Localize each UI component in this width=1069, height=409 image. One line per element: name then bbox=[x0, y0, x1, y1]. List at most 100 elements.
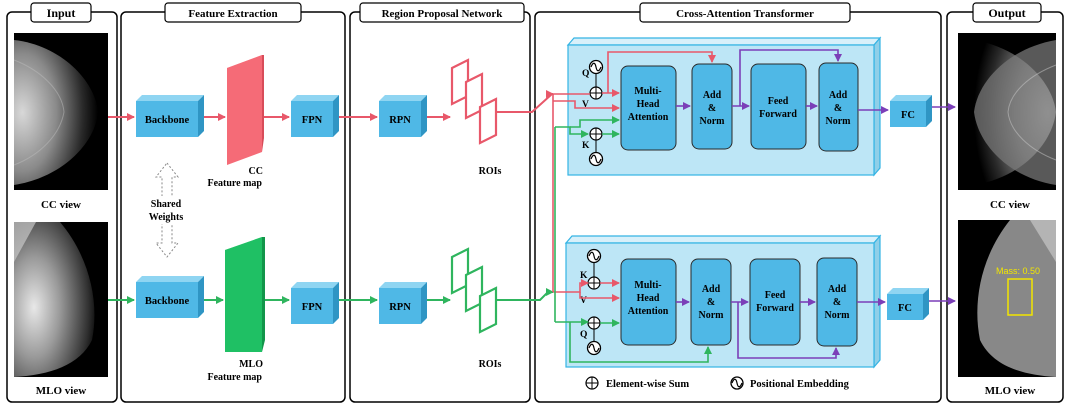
section-output: Output bbox=[946, 2, 1064, 403]
purple-flow-arrows bbox=[676, 49, 956, 359]
top-mha-block: Multi- Head Attention bbox=[620, 65, 677, 151]
cc-backbone-block: Backbone bbox=[136, 95, 204, 137]
top-pos-embed-q bbox=[588, 59, 604, 75]
top-ff-label-1: Feed bbox=[768, 96, 789, 107]
top-ff-label-2: Forward bbox=[759, 109, 797, 120]
bottom-mha-label-2: Head bbox=[637, 293, 660, 304]
shared-weights-label-1: Shared bbox=[151, 199, 182, 210]
section-rpn: Region Proposal Network bbox=[349, 2, 531, 403]
section-title-feature-extraction: Feature Extraction bbox=[188, 8, 277, 20]
legend-sum-label: Element-wise Sum bbox=[606, 379, 689, 390]
mlo-input-image bbox=[14, 222, 108, 377]
bottom-mha-block: Multi- Head Attention bbox=[620, 258, 677, 346]
bottom-ff-label-1: Feed bbox=[765, 290, 786, 301]
top-mha-label-2: Head bbox=[637, 99, 660, 110]
bottom-addnorm1-label-2: & bbox=[707, 297, 715, 308]
top-sum-q bbox=[589, 86, 603, 100]
cc-backbone-label: Backbone bbox=[145, 115, 190, 126]
mlo-fpn-block: FPN bbox=[291, 282, 339, 324]
section-title-cross-attention: Cross-Attention Transformer bbox=[676, 8, 814, 20]
mlo-fpn-label: FPN bbox=[302, 302, 323, 313]
legend: Element-wise Sum Positional Embedding bbox=[585, 376, 850, 390]
top-mha-label-1: Multi- bbox=[634, 86, 661, 97]
cc-rois-label: ROIs bbox=[479, 166, 502, 177]
mlo-backbone-label: Backbone bbox=[145, 296, 190, 307]
top-pos-embed-k bbox=[588, 151, 604, 167]
cc-feature-map bbox=[227, 55, 264, 165]
bottom-pos-embed-q bbox=[586, 340, 602, 356]
top-addnorm-1: Add & Norm bbox=[691, 63, 733, 150]
bottom-addnorm-1: Add & Norm bbox=[690, 258, 732, 346]
mlo-feature-map-label-1: MLO bbox=[239, 359, 263, 370]
mlo-feature-map bbox=[225, 237, 265, 352]
mlo-view-label: MLO view bbox=[36, 385, 86, 397]
top-addnorm2-label-3: Norm bbox=[826, 116, 852, 127]
cc-output-image bbox=[958, 33, 1057, 190]
section-cross-attention: Cross-Attention Transformer bbox=[534, 2, 942, 403]
top-ff-block: Feed Forward bbox=[750, 63, 807, 150]
top-sum-k bbox=[589, 127, 603, 141]
mlo-rpn-block: RPN bbox=[379, 282, 427, 324]
mlo-output-label: MLO view bbox=[985, 385, 1035, 397]
bottom-addnorm1-label-3: Norm bbox=[699, 310, 725, 321]
cc-cross-connections bbox=[552, 51, 716, 302]
legend-pos-label: Positional Embedding bbox=[750, 379, 850, 390]
mlo-flow-arrows bbox=[108, 288, 554, 304]
detection-label: Mass: 0.50 bbox=[996, 266, 1040, 276]
top-addnorm1-label-3: Norm bbox=[700, 116, 726, 127]
cc-fpn-block: FPN bbox=[291, 95, 339, 137]
cc-feature-map-label-2: Feature map bbox=[207, 178, 262, 189]
cc-rpn-block: RPN bbox=[379, 95, 427, 137]
positional-embedding-icon bbox=[730, 376, 744, 390]
mlo-rpn-label: RPN bbox=[389, 302, 411, 313]
section-title-input: Input bbox=[47, 6, 76, 20]
bottom-fc-label: FC bbox=[898, 303, 912, 314]
bottom-addnorm2-label-1: Add bbox=[828, 284, 847, 295]
bottom-ff-block: Feed Forward bbox=[749, 258, 801, 346]
top-addnorm-2: Add & Norm bbox=[818, 62, 859, 152]
top-fc-block: FC bbox=[890, 95, 932, 127]
section-title-output: Output bbox=[988, 6, 1025, 20]
top-addnorm2-label-1: Add bbox=[829, 90, 848, 101]
top-q-label: Q bbox=[582, 69, 589, 79]
mlo-output-image: Mass: 0.50 bbox=[958, 220, 1056, 377]
top-addnorm1-label-2: & bbox=[708, 103, 716, 114]
bottom-sum-k bbox=[587, 276, 601, 290]
cc-view-label: CC view bbox=[41, 199, 81, 211]
bottom-mha-label-3: Attention bbox=[628, 306, 669, 317]
top-addnorm2-label-2: & bbox=[834, 103, 842, 114]
bottom-pos-embed-k bbox=[586, 248, 602, 264]
top-mha-label-3: Attention bbox=[628, 112, 669, 123]
top-fc-label: FC bbox=[901, 110, 915, 121]
element-wise-sum-icon bbox=[585, 376, 599, 390]
bottom-addnorm2-label-3: Norm bbox=[825, 310, 851, 321]
bottom-k-label: K bbox=[580, 271, 588, 281]
section-feature-extraction: Feature Extraction bbox=[120, 2, 346, 403]
mlo-roi-stack bbox=[450, 247, 498, 334]
mlo-feature-map-label-2: Feature map bbox=[207, 372, 262, 383]
bottom-mha-label-1: Multi- bbox=[634, 280, 661, 291]
bottom-addnorm1-label-1: Add bbox=[702, 284, 721, 295]
cc-input-image bbox=[13, 33, 108, 190]
detection-box bbox=[1007, 278, 1033, 316]
bottom-q-label: Q bbox=[580, 330, 587, 340]
shared-weights-arrow: Shared Weights bbox=[145, 162, 191, 258]
bottom-sum-q bbox=[587, 316, 601, 330]
top-addnorm1-label-1: Add bbox=[703, 90, 722, 101]
bottom-addnorm2-label-2: & bbox=[833, 297, 841, 308]
section-title-rpn: Region Proposal Network bbox=[382, 8, 504, 20]
bottom-fc-block: FC bbox=[887, 288, 929, 320]
mlo-rois-label: ROIs bbox=[479, 359, 502, 370]
top-k-label: K bbox=[582, 141, 590, 151]
bottom-v-label: V bbox=[580, 296, 587, 306]
cc-roi-stack bbox=[450, 58, 498, 145]
top-v-label: V bbox=[582, 100, 589, 110]
mlo-cross-connections bbox=[554, 116, 712, 363]
bottom-ff-label-2: Forward bbox=[756, 303, 794, 314]
cc-feature-map-label-1: CC bbox=[249, 166, 263, 177]
bottom-addnorm-2: Add & Norm bbox=[816, 257, 858, 347]
shared-weights-label-2: Weights bbox=[149, 212, 184, 223]
mlo-backbone-block: Backbone bbox=[136, 276, 204, 318]
section-input: Input bbox=[6, 2, 118, 403]
cc-output-label: CC view bbox=[990, 199, 1030, 211]
